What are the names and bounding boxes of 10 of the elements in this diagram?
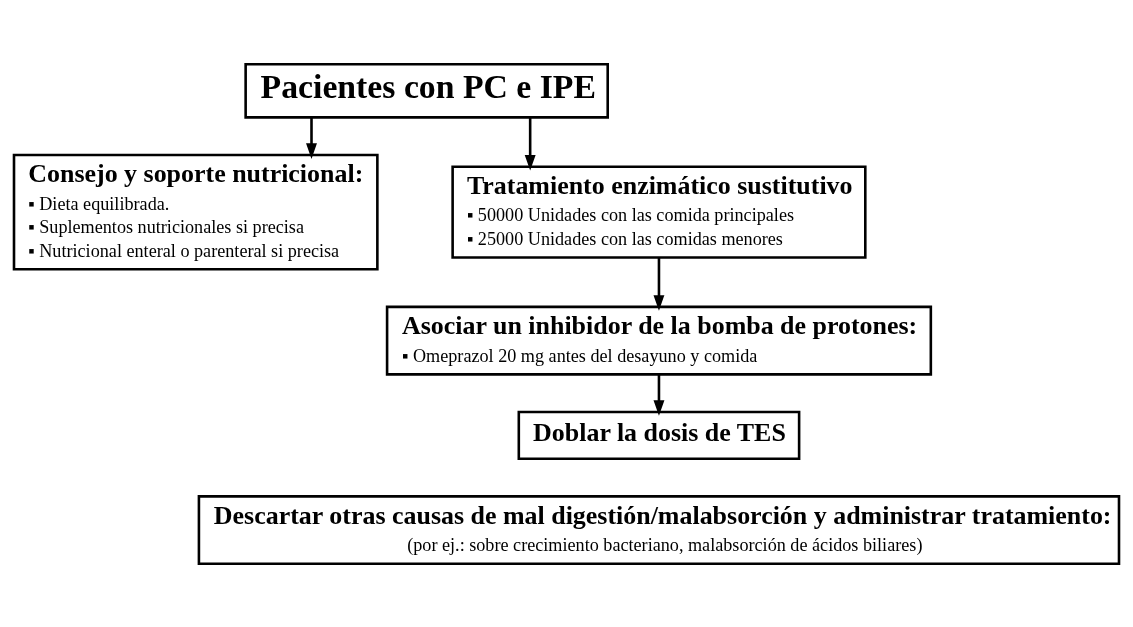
node-box: Doblar la dosis de TES	[517, 410, 801, 460]
arrow	[653, 374, 665, 416]
node-box: Pacientes con PC e IPE	[244, 62, 609, 119]
node-box: Descartar otras causas de mal digestión/malabsorción y administrar tratamiento: (por ej.: sobre crecimiento bacteriano, malabsorción de ácidos biliares)	[197, 494, 1121, 565]
arrow	[653, 257, 665, 311]
node-box: Consejo y soporte nutricional: ▪ Dieta equilibrada. ▪ Suplementos nutricionales si precisa ▪ Nutricional enteral o parenteral si precisa	[12, 153, 379, 271]
arrow	[524, 117, 536, 171]
node-box: Tratamiento enzimático sustitutivo ▪ 50000 Unidades con las comida principales ▪ 25000 Unidades con las comidas menores	[451, 164, 867, 259]
node-box: Asociar un inhibidor de la bomba de protones: ▪ Omeprazol 20 mg antes del desayuno y comida	[385, 305, 933, 376]
arrow	[306, 117, 317, 159]
